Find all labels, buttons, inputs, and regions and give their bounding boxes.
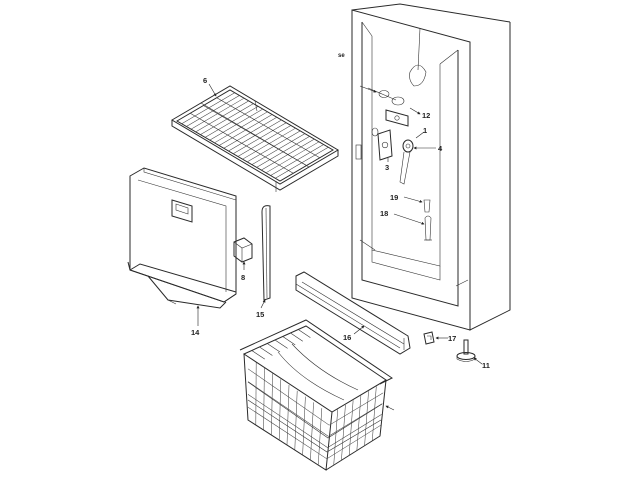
- callout-catch: 3: [385, 163, 389, 172]
- callout-hinge-bracket: 12: [422, 111, 430, 120]
- clip-part: [233, 237, 253, 263]
- callout-rod: 15: [256, 310, 264, 319]
- callout-leveler-foot: 11: [482, 361, 490, 370]
- door-stop-assembly: [371, 127, 414, 185]
- callout-bin-front: 14: [191, 328, 200, 337]
- hinge-assembly: [367, 27, 427, 127]
- callout-pin-top: 19: [390, 193, 398, 202]
- callout-clip: 8: [241, 273, 245, 282]
- wire-basket: [239, 319, 393, 471]
- pins: [423, 199, 432, 241]
- wire-shelf: [171, 85, 339, 192]
- rod-part: [261, 205, 271, 301]
- freezer-cabinet: [351, 3, 511, 331]
- kick-plate: [295, 271, 411, 355]
- callout-kick-plate: 16: [343, 333, 351, 342]
- callout-leaders: [196, 83, 483, 411]
- stray-mark: se: [338, 53, 345, 59]
- callout-shelf: 6: [203, 76, 207, 85]
- callout-hinge-pin: 1: [423, 126, 427, 135]
- callout-door-stop: 4: [438, 144, 443, 153]
- leveler-foot: [456, 339, 476, 362]
- callout-labels: 6 14 8 15 16 17 11 12 1 4 3 19 18 se: [191, 53, 490, 370]
- callout-leveler-clip: 17: [448, 334, 456, 343]
- catch-part: [377, 129, 393, 161]
- bin-front: [127, 167, 237, 309]
- leveler-clip: [423, 331, 435, 345]
- callout-pin-bottom: 18: [380, 209, 388, 218]
